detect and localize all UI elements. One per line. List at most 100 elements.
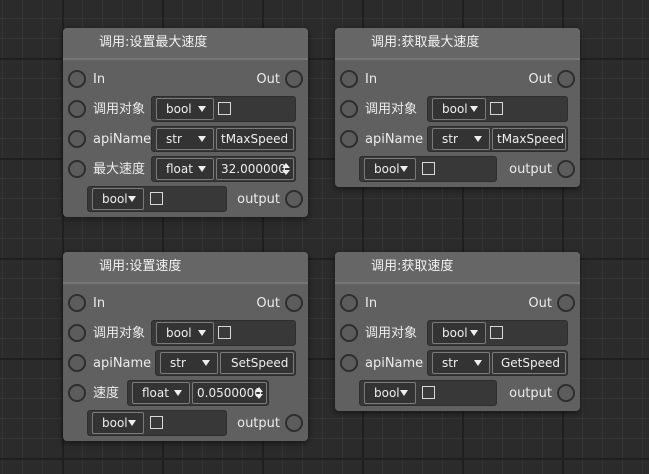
api-type-select[interactable]: str <box>156 128 214 150</box>
spin-down-icon[interactable] <box>255 394 263 399</box>
output-port[interactable] <box>557 384 575 402</box>
target-label: 调用对象 <box>93 326 146 341</box>
api-port[interactable] <box>68 130 86 148</box>
target-label: 调用对象 <box>365 326 418 341</box>
api-box: str SetSpeed <box>155 350 296 376</box>
in-port[interactable] <box>68 294 86 312</box>
select-value: str <box>442 132 458 146</box>
output-port[interactable] <box>285 414 303 432</box>
target-box: bool <box>151 320 296 346</box>
select-value: float <box>166 162 193 176</box>
target-type-select[interactable]: bool <box>156 322 214 344</box>
output-label: output <box>237 192 280 207</box>
node-get-max-speed[interactable]: 调用:获取最大速度 In Out 调用对象 bool apiName str t… <box>335 28 580 187</box>
node-title[interactable]: 调用:获取最大速度 <box>335 28 580 60</box>
target-port[interactable] <box>340 324 358 342</box>
node-title[interactable]: 调用:设置速度 <box>63 252 308 284</box>
out-label: Out <box>256 72 280 87</box>
api-type-select[interactable]: str <box>432 352 490 374</box>
return-type-select[interactable]: bool <box>364 158 416 180</box>
chevron-down-icon <box>400 166 408 172</box>
param-value-field[interactable]: 0.0500000 <box>192 382 267 404</box>
select-value: float <box>142 386 169 400</box>
out-port[interactable] <box>285 294 303 312</box>
api-port[interactable] <box>68 354 86 372</box>
output-port[interactable] <box>285 190 303 208</box>
target-checkbox[interactable] <box>218 102 231 115</box>
return-checkbox[interactable] <box>150 416 163 429</box>
target-type-select[interactable]: bool <box>432 98 486 120</box>
select-value: bool <box>442 326 468 340</box>
node-title[interactable]: 调用:设置最大速度 <box>63 28 308 60</box>
api-name-field[interactable]: GetSpeed <box>492 352 566 374</box>
api-name-field[interactable]: tMaxSpeed <box>216 128 294 150</box>
spin-up-icon[interactable] <box>255 387 263 392</box>
chevron-down-icon <box>128 420 136 426</box>
select-value: bool <box>442 102 468 116</box>
in-label: In <box>365 296 378 311</box>
param-value-field[interactable]: 32.000000 <box>216 158 294 180</box>
chevron-down-icon <box>474 360 482 366</box>
target-checkbox[interactable] <box>490 326 503 339</box>
return-type-select[interactable]: bool <box>92 188 144 210</box>
target-port[interactable] <box>68 100 86 118</box>
api-type-select[interactable]: str <box>432 128 490 150</box>
spinner-arrows-icon[interactable] <box>282 162 290 176</box>
return-type-select[interactable]: bool <box>364 382 416 404</box>
target-checkbox[interactable] <box>218 326 231 339</box>
in-port[interactable] <box>68 70 86 88</box>
target-label: 调用对象 <box>93 102 146 117</box>
chevron-down-icon <box>198 136 206 142</box>
select-value: bool <box>102 416 128 430</box>
select-value: bool <box>166 102 192 116</box>
out-port[interactable] <box>557 294 575 312</box>
in-label: In <box>93 72 106 87</box>
target-checkbox[interactable] <box>490 102 503 115</box>
param-label: 速度 <box>93 386 120 401</box>
api-box: str tMaxSpeed <box>427 126 568 152</box>
target-port[interactable] <box>340 100 358 118</box>
node-title[interactable]: 调用:获取速度 <box>335 252 580 284</box>
return-checkbox[interactable] <box>422 386 435 399</box>
spin-down-icon[interactable] <box>282 170 290 175</box>
target-box: bool <box>427 96 568 122</box>
output-label: output <box>237 416 280 431</box>
param-type-select[interactable]: float <box>156 158 214 180</box>
param-type-select[interactable]: float <box>132 382 190 404</box>
output-port[interactable] <box>557 160 575 178</box>
chevron-down-icon <box>470 106 478 112</box>
spin-up-icon[interactable] <box>282 163 290 168</box>
api-port[interactable] <box>340 354 358 372</box>
out-port[interactable] <box>285 70 303 88</box>
in-port[interactable] <box>340 294 358 312</box>
spinner-arrows-icon[interactable] <box>255 386 263 400</box>
chevron-down-icon <box>198 330 206 336</box>
param-port[interactable] <box>68 160 86 178</box>
return-type-select[interactable]: bool <box>92 412 144 434</box>
return-checkbox[interactable] <box>150 192 163 205</box>
node-set-max-speed[interactable]: 调用:设置最大速度 In Out 调用对象 bool apiName str t… <box>63 28 308 217</box>
node-get-speed[interactable]: 调用:获取速度 In Out 调用对象 bool apiName str Get… <box>335 252 580 411</box>
target-type-select[interactable]: bool <box>156 98 214 120</box>
target-port[interactable] <box>68 324 86 342</box>
param-port[interactable] <box>68 384 86 402</box>
param-box: float 0.0500000 <box>127 380 269 406</box>
select-value: bool <box>102 192 128 206</box>
chevron-down-icon <box>128 196 136 202</box>
select-value: str <box>442 356 458 370</box>
api-name-field[interactable]: tMaxSpeed <box>492 128 566 150</box>
in-label: In <box>365 72 378 87</box>
chevron-down-icon <box>400 390 408 396</box>
api-port[interactable] <box>340 130 358 148</box>
target-box: bool <box>151 96 296 122</box>
in-port[interactable] <box>340 70 358 88</box>
return-checkbox[interactable] <box>422 162 435 175</box>
chevron-down-icon <box>202 360 210 366</box>
api-name-field[interactable]: SetSpeed <box>220 352 294 374</box>
api-type-select[interactable]: str <box>160 352 218 374</box>
select-value: str <box>170 356 186 370</box>
target-type-select[interactable]: bool <box>432 322 486 344</box>
node-set-speed[interactable]: 调用:设置速度 In Out 调用对象 bool apiName str Set… <box>63 252 308 441</box>
param-box: float 32.000000 <box>151 156 296 182</box>
out-port[interactable] <box>557 70 575 88</box>
